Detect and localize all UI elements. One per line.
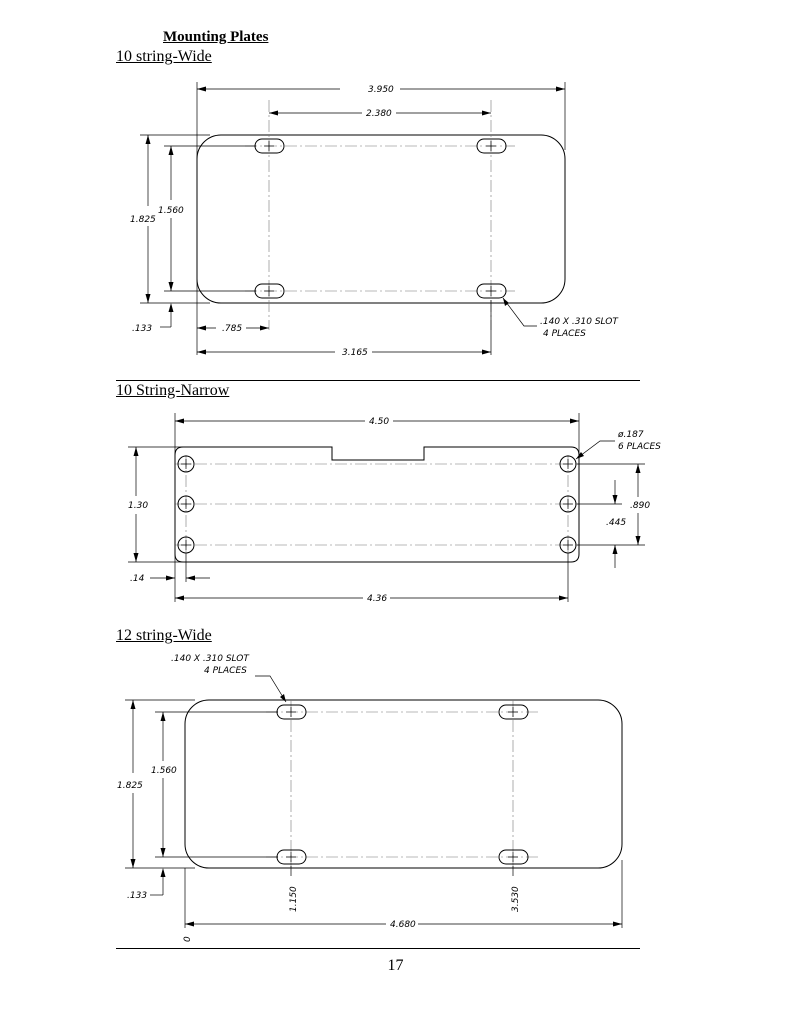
plate-outline bbox=[196, 134, 566, 304]
hole-note-places: 6 PLACES bbox=[618, 442, 661, 452]
dim-origin: 0 bbox=[183, 936, 193, 942]
section-heading-12-string-wide: 12 string-Wide bbox=[116, 627, 212, 644]
section-heading-10-string-narrow: 10 String-Narrow bbox=[116, 382, 230, 399]
hole-note: ø.187 bbox=[617, 430, 644, 440]
mounting-slot bbox=[476, 283, 507, 299]
dim-left-hole: 1.150 bbox=[289, 886, 299, 912]
dim-edge-offset: .133 bbox=[127, 891, 147, 901]
drawing-10-string-narrow: 4.50 1.30 .14 4.36 .890 .445 ø.187 6 PLA… bbox=[128, 413, 661, 604]
dim-hole-spacing: 2.380 bbox=[366, 109, 392, 119]
drawing-10-string-wide: 3.950 2.380 1.825 1.560 .133 .785 3.165 … bbox=[130, 82, 619, 358]
dim-height: 1.30 bbox=[128, 501, 148, 511]
dim-overall-width: 4.50 bbox=[369, 417, 389, 427]
dim-hole-spacing: 4.36 bbox=[367, 594, 387, 604]
dim-right-hole: 3.530 bbox=[511, 886, 521, 912]
slot-note: .140 X .310 SLOT bbox=[171, 654, 250, 664]
dim-overall-width: 4.680 bbox=[390, 920, 416, 930]
slot-note-places: 4 PLACES bbox=[543, 329, 586, 339]
mounting-slot bbox=[476, 138, 507, 154]
dim-hole-vertical: 1.560 bbox=[151, 766, 177, 776]
document-title: Mounting Plates bbox=[163, 29, 269, 45]
mounting-hole bbox=[177, 455, 195, 473]
dim-edge-offset: .133 bbox=[132, 324, 152, 334]
mounting-slot bbox=[254, 283, 285, 299]
drawing-12-string-wide: 1.825 1.560 .133 1.150 3.530 0 4.680 .14… bbox=[117, 654, 623, 942]
mounting-slot bbox=[498, 849, 529, 865]
section-heading-10-string-wide: 10 string-Wide bbox=[116, 48, 212, 65]
slot-note-places: 4 PLACES bbox=[204, 666, 247, 676]
mounting-slot bbox=[498, 704, 529, 720]
dim-hole-vertical: .890 bbox=[630, 501, 650, 511]
dim-hole-half: .445 bbox=[606, 518, 626, 528]
page-number: 17 bbox=[387, 957, 404, 974]
dim-height: 1.825 bbox=[117, 781, 143, 791]
dim-right-hole: 3.165 bbox=[342, 348, 368, 358]
dim-height: 1.825 bbox=[130, 215, 156, 225]
dim-left-hole: .785 bbox=[222, 324, 242, 334]
plate-outline bbox=[184, 699, 623, 869]
section-divider bbox=[116, 948, 640, 949]
mounting-hole bbox=[559, 495, 577, 513]
mounting-hole bbox=[559, 455, 577, 473]
slot-note: .140 X .310 SLOT bbox=[540, 317, 619, 327]
mounting-slot bbox=[254, 138, 285, 154]
section-divider bbox=[116, 380, 640, 381]
mounting-hole bbox=[177, 495, 195, 513]
dim-overall-width: 3.950 bbox=[368, 85, 394, 95]
dim-hole-vertical: 1.560 bbox=[158, 206, 184, 216]
dim-edge-offset: .14 bbox=[130, 574, 145, 584]
